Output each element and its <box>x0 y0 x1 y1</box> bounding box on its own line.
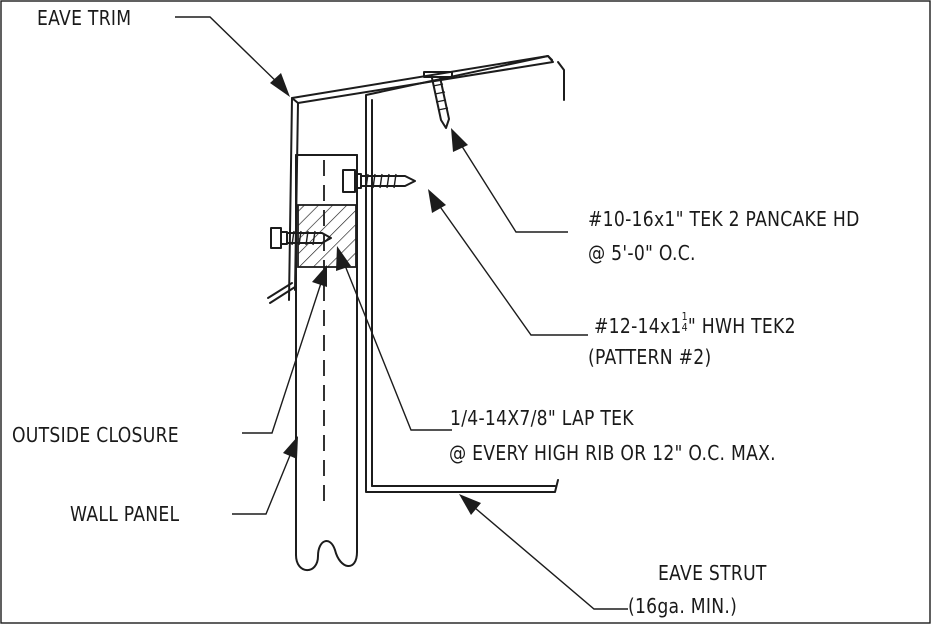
hwh-text-a: #12-14x1 <box>594 314 682 338</box>
leader-eave-trim <box>175 16 290 97</box>
hwh-frac-den: 4 <box>681 321 688 334</box>
label-eave-strut-line1: EAVE STRUT <box>658 561 767 585</box>
leader-outside-closure <box>242 265 327 434</box>
label-outside-closure: OUTSIDE CLOSURE <box>12 423 179 447</box>
label-eave-strut-line2: (16ga. MIN.) <box>628 594 738 618</box>
pancake-screw <box>423 71 453 129</box>
leader-wall-panel <box>232 436 298 515</box>
hwh-text-b: " HWH TEK2 <box>687 314 796 338</box>
leader-hwh <box>428 189 588 336</box>
label-pancake-line1: #10-16x1" TEK 2 PANCAKE HD <box>588 207 860 231</box>
leader-pancake <box>451 128 568 233</box>
label-eave-trim: EAVE TRIM <box>37 6 132 30</box>
leader-lap-tek <box>336 246 452 431</box>
hwh-frac-num: 1 <box>681 310 688 323</box>
label-hwh-line2: (PATTERN #2) <box>588 345 712 369</box>
label-lap-line1: 1/4-14X7/8" LAP TEK <box>450 406 634 430</box>
eave-strut <box>365 55 565 493</box>
hwh-screw <box>342 169 416 193</box>
label-lap-line2: @ EVERY HIGH RIB OR 12" O.C. MAX. <box>449 441 776 465</box>
leader-eave-strut <box>459 494 628 610</box>
label-pancake-line2: @ 5'-0" O.C. <box>588 241 696 265</box>
label-wall-panel: WALL PANEL <box>70 502 180 526</box>
lap-tek-screw <box>270 227 332 249</box>
